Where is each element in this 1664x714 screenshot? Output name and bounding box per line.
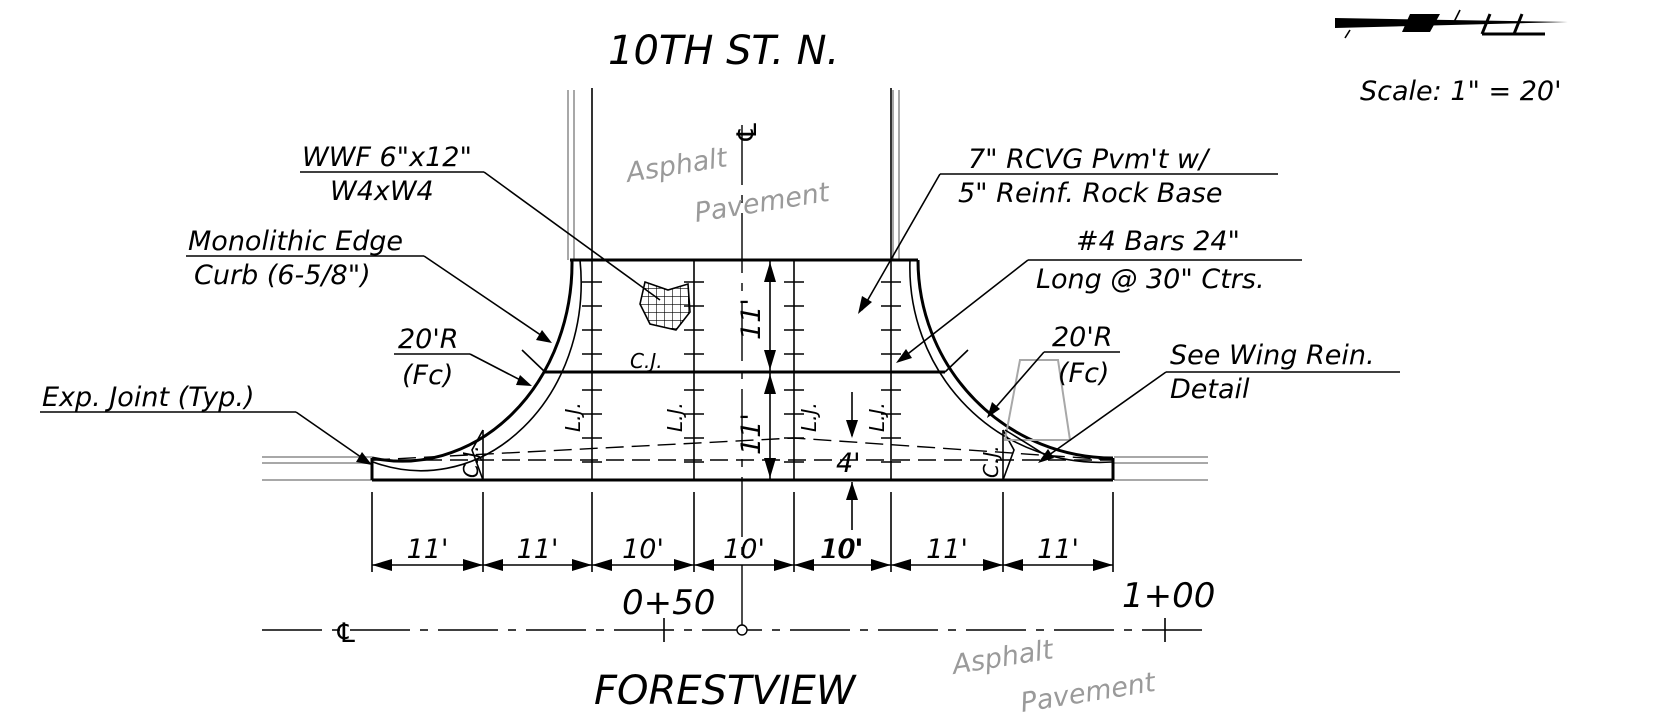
dimension-arrowhead <box>694 559 714 571</box>
wwf-callout-line1: WWF 6"x12" <box>302 142 472 173</box>
dimension-arrowhead <box>1093 559 1113 571</box>
vertical-dimension <box>756 260 784 480</box>
existing-north-road-edges <box>567 90 900 260</box>
dimension-arrowhead <box>871 559 891 571</box>
wing-callout-line1: See Wing Rein. <box>1170 340 1375 371</box>
rcvg-callout-line1: 7" RCVG Pvm't w/ <box>968 144 1211 175</box>
station-0-50: 0+50 <box>622 583 715 623</box>
dimension-label: 11' <box>926 534 968 565</box>
wing-leader <box>1041 371 1167 461</box>
tie-bars <box>582 281 901 463</box>
radius-right-line1: 20'R <box>1052 322 1113 353</box>
dimension-arrowhead <box>774 559 794 571</box>
dimension-arrowhead <box>463 559 483 571</box>
dim-offset-up: 4' <box>836 448 861 479</box>
dimension-arrowhead <box>372 559 392 571</box>
dimension-label: 10' <box>822 534 864 565</box>
cj-label-center: C.J. <box>630 349 663 373</box>
cj-label-right: C.J. <box>979 445 1003 478</box>
dim-offset-down: 10' <box>820 534 862 565</box>
longitudinal-joints <box>471 260 1015 481</box>
exp-joint-leader <box>295 411 369 463</box>
dimension-arrowhead <box>983 559 1003 571</box>
north-arrow-icon <box>1335 9 1568 39</box>
bars-leader <box>899 259 1029 361</box>
dimension-arrowhead <box>572 559 592 571</box>
dimension-label: 11' <box>1037 534 1079 565</box>
dimension-label: 11' <box>517 534 559 565</box>
centerline-symbol-north: ℄ <box>732 120 763 144</box>
dimension-arrowhead <box>794 559 814 571</box>
cj-label-left: C.J. <box>459 445 483 478</box>
north-asphalt-label-1: Asphalt <box>622 142 730 189</box>
wing-callout-line2: Detail <box>1170 374 1250 405</box>
wwf-callout-line2: W4xW4 <box>330 176 434 207</box>
curb-leader <box>423 255 549 341</box>
radius-right-line2: (Fc) <box>1058 358 1109 389</box>
south-asphalt-label-2: Pavement <box>1018 667 1159 714</box>
wwf-leader <box>483 171 661 301</box>
dimension-label: 10' <box>723 534 765 565</box>
south-street-name: FORESTVIEW <box>594 668 857 714</box>
dimension-arrowhead <box>891 559 911 571</box>
lj-label-2: L.J. <box>663 402 687 432</box>
radius-left-line1: 20'R <box>398 324 459 355</box>
dimension-arrowhead <box>483 559 503 571</box>
offset-dimension <box>846 392 858 530</box>
dimension-arrowhead <box>592 559 612 571</box>
north-asphalt-label-2: Pavement <box>692 177 833 229</box>
bars-callout-line1: #4 Bars 24" <box>1076 226 1240 257</box>
exp-joint-callout: Exp. Joint (Typ.) <box>42 382 255 413</box>
lj-label-3: L.J. <box>797 402 821 432</box>
lj-label-1: L.J. <box>561 402 585 432</box>
lj-label-4: L.J. <box>865 402 889 432</box>
north-street-name: 10TH ST. N. <box>608 28 839 74</box>
south-asphalt-label-1: Asphalt <box>948 634 1056 681</box>
curb-callout-line1: Monolithic Edge <box>188 226 403 257</box>
centerline-symbol-west: ℄ <box>334 618 358 649</box>
radius-right-leader <box>989 351 1045 415</box>
wire-mesh-patch <box>639 280 691 331</box>
dimension-label: 10' <box>622 534 664 565</box>
centerline-intersection-marker <box>736 624 748 636</box>
radius-left-leader <box>469 353 529 385</box>
station-1-00: 1+00 <box>1122 576 1215 616</box>
dim-vertical-top: 11' <box>736 298 767 340</box>
radius-left-line2: (Fc) <box>402 360 453 391</box>
bottom-dimension-string: 11' 11' 10' 10' 10' 11' 11' <box>371 492 1114 572</box>
dimension-arrowhead <box>674 559 694 571</box>
dim-vertical-bottom: 11' <box>736 413 767 455</box>
bars-callout-line2: Long @ 30" Ctrs. <box>1036 264 1265 295</box>
existing-south-road-edges <box>262 456 1208 481</box>
rcvg-leader <box>861 173 941 311</box>
dimension-arrowhead <box>1003 559 1023 571</box>
curb-callout-line2: Curb (6-5/8") <box>194 260 371 291</box>
scale-label: Scale: 1" = 20' <box>1360 76 1562 107</box>
dimension-label: 11' <box>407 534 449 565</box>
rcvg-callout-line2: 5" Reinf. Rock Base <box>958 178 1222 209</box>
